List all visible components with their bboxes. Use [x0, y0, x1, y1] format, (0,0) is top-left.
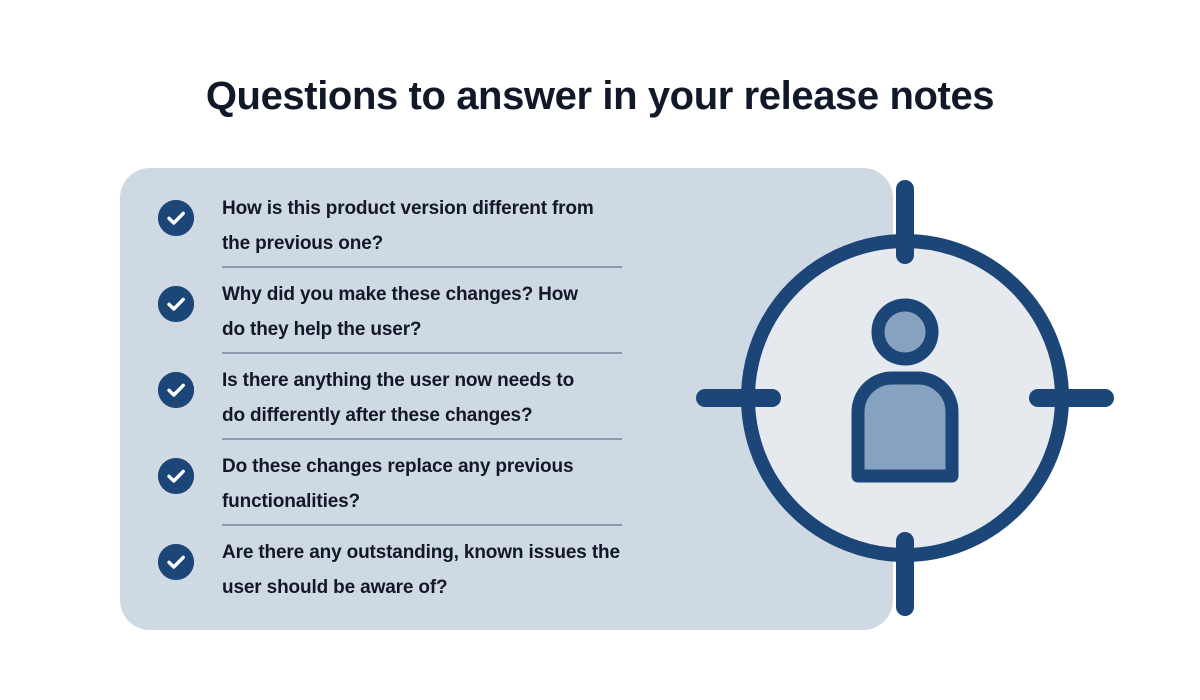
question-text: Are there any outstanding, known issues …: [222, 542, 620, 598]
questions-list: How is this product version different fr…: [158, 182, 678, 608]
list-item[interactable]: Why did you make these changes? How do t…: [158, 268, 678, 354]
list-item[interactable]: Do these changes replace any previous fu…: [158, 440, 678, 526]
question-text: Why did you make these changes? How do t…: [222, 284, 578, 340]
check-circle-icon: [158, 286, 194, 322]
page-title: Questions to answer in your release note…: [205, 74, 995, 118]
item-divider: [222, 524, 622, 526]
list-item[interactable]: How is this product version different fr…: [158, 182, 678, 268]
list-item[interactable]: Is there anything the user now needs to …: [158, 354, 678, 440]
check-circle-icon: [158, 544, 194, 580]
question-text: How is this product version different fr…: [222, 198, 594, 254]
item-divider: [222, 438, 622, 440]
question-text: Do these changes replace any previous fu…: [222, 456, 574, 512]
list-item[interactable]: Are there any outstanding, known issues …: [158, 526, 678, 608]
check-circle-icon: [158, 372, 194, 408]
target-user-icon: [690, 180, 1120, 620]
check-circle-icon: [158, 458, 194, 494]
item-divider: [222, 266, 622, 268]
item-divider: [222, 352, 622, 354]
question-text: Is there anything the user now needs to …: [222, 370, 575, 426]
check-circle-icon: [158, 200, 194, 236]
